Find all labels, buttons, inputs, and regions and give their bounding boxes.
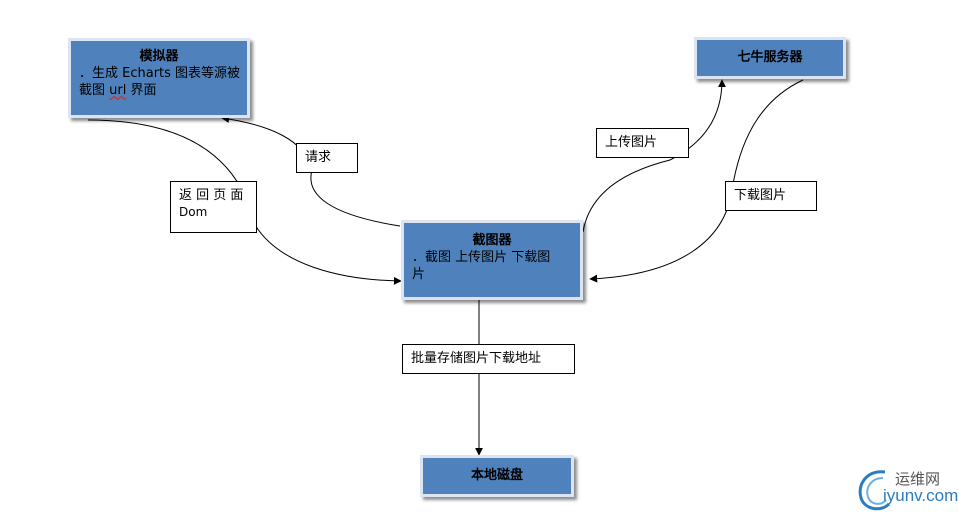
upload-connector [582, 79, 726, 233]
download-connector [589, 79, 804, 283]
upload-label-text: 上传图片 [605, 135, 658, 150]
simulator-node: 模拟器 ．生成 Echarts 图表等源被 截图 url 界面 [68, 38, 250, 118]
screenshotter-line1: ．截图 上传图片 下载图 [412, 250, 551, 265]
batch-store-label-text: 批量存储图片下载地址 [411, 351, 542, 366]
qiniu-server-node: 七牛服务器 [694, 37, 846, 79]
download-label: 下载图片 [725, 181, 817, 211]
simulator-line2: 截图 url 界面 [79, 82, 247, 99]
simulator-description: ．生成 Echarts 图表等源被 截图 url 界面 [71, 65, 247, 99]
watermark-swirl-icon [858, 470, 891, 511]
request-label: 请求 [296, 143, 358, 173]
watermark-logo: 运维网 iyunv.com [855, 466, 959, 512]
watermark-cn: 运维网 [895, 470, 941, 488]
upload-label: 上传图片 [596, 128, 689, 158]
disk-title: 本地磁盘 [470, 468, 523, 483]
return-page-label: 返 回 页 面 Dom [170, 181, 257, 233]
simulator-line2-prefix: 截图 [79, 83, 110, 98]
simulator-title: 模拟器 [139, 49, 179, 64]
return-page-line1: 返 回 页 面 [179, 188, 244, 203]
screenshotter-description: ．截图 上传图片 下载图 片 [404, 249, 580, 283]
watermark-en: iyunv.com [883, 486, 959, 505]
screenshotter-title: 截图器 [472, 233, 512, 248]
download-label-text: 下载图片 [734, 188, 787, 203]
request-label-text: 请求 [305, 150, 332, 165]
simulator-line2-suffix: 界面 [126, 83, 157, 98]
local-disk-node: 本地磁盘 [420, 455, 574, 497]
simulator-line1: ．生成 Echarts 图表等源被 [79, 66, 241, 81]
screenshotter-line2: 片 [412, 267, 426, 282]
qiniu-title: 七牛服务器 [737, 50, 803, 65]
simulator-line2-url: url [109, 83, 127, 98]
return-page-line2: Dom [179, 205, 208, 219]
screenshotter-node: 截图器 ．截图 上传图片 下载图 片 [401, 220, 583, 300]
batch-store-label: 批量存储图片下载地址 [402, 344, 575, 374]
